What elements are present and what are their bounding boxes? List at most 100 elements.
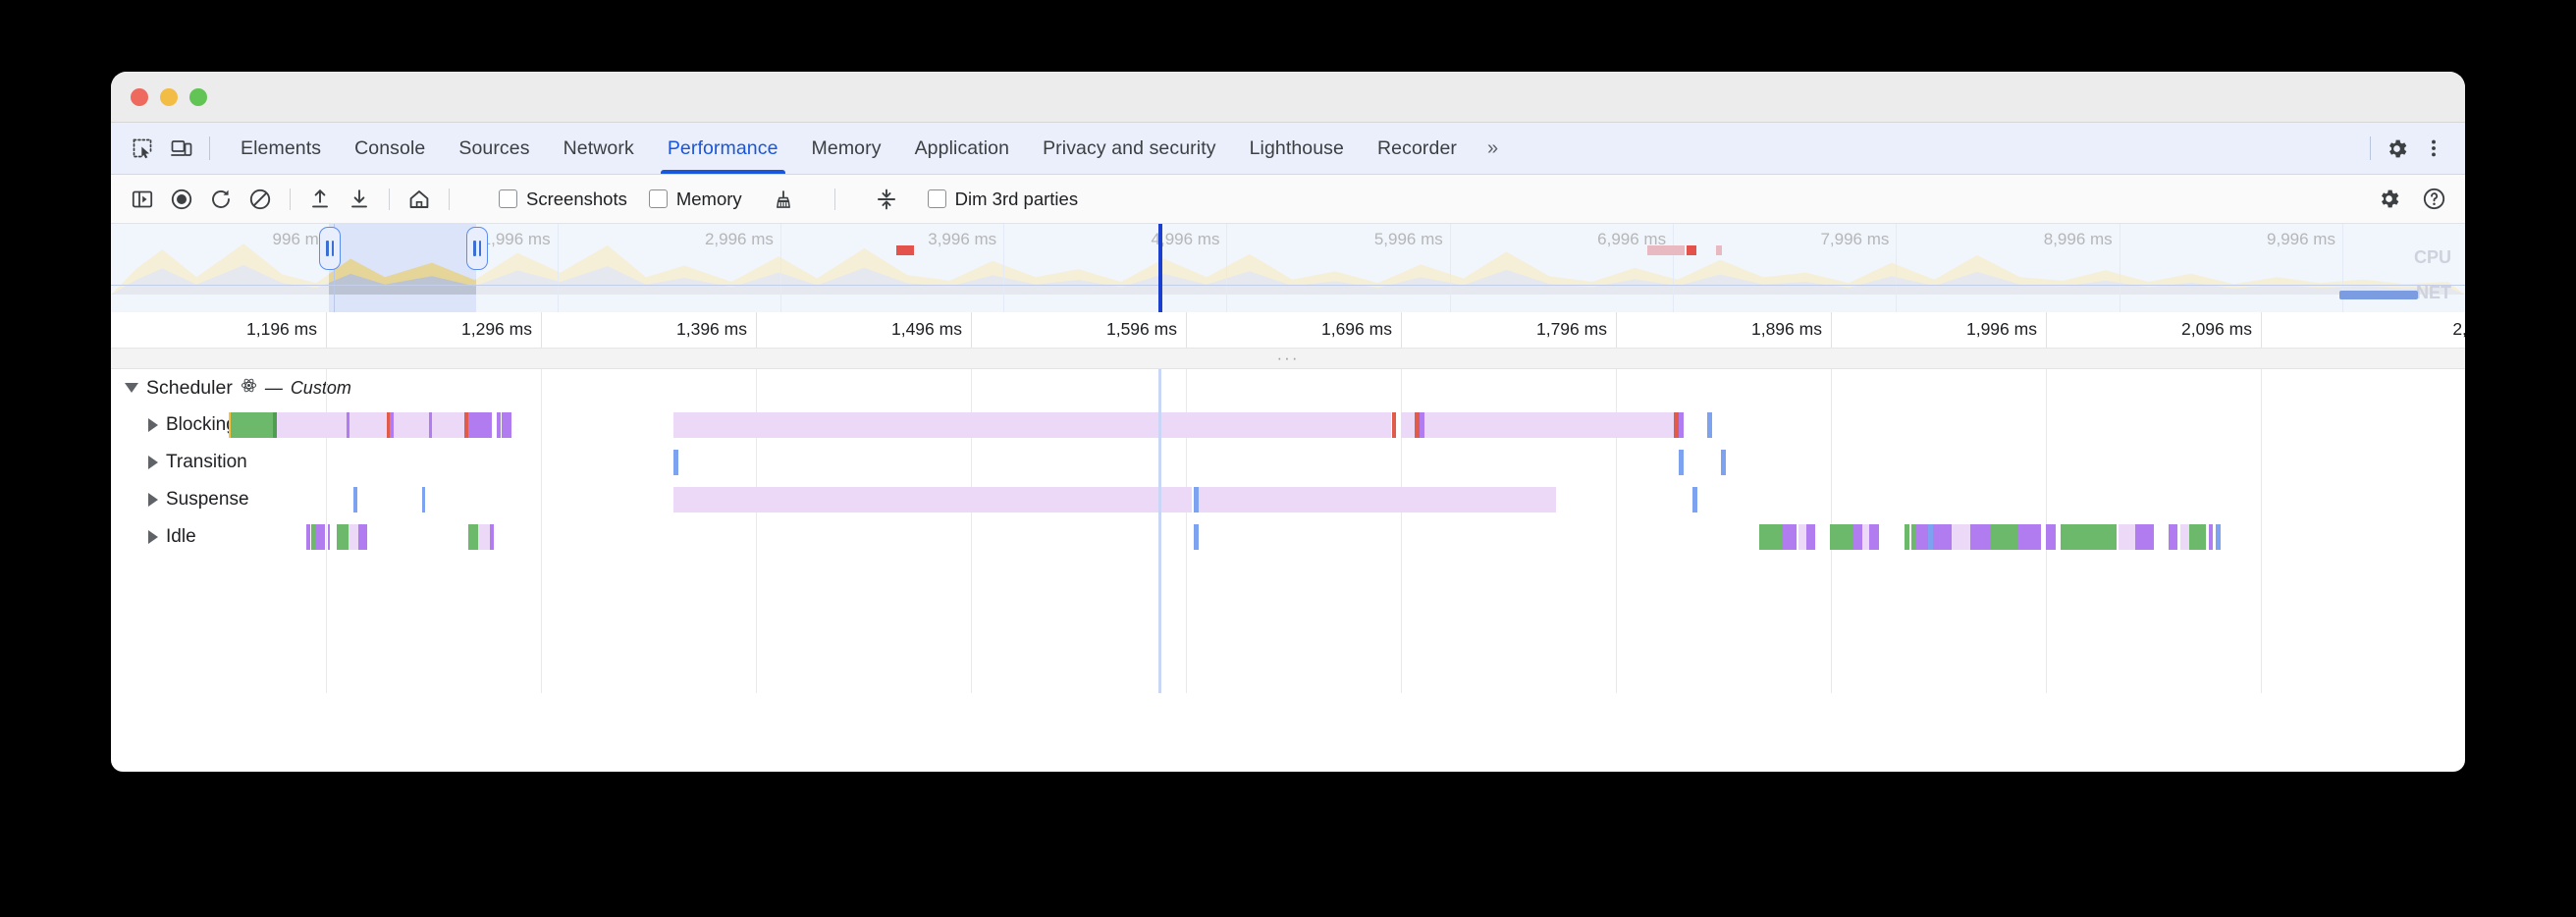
- flame-event[interactable]: [1970, 524, 1990, 550]
- maximize-window-button[interactable]: [189, 87, 207, 106]
- tab-privacy-and-security[interactable]: Privacy and security: [1043, 136, 1216, 159]
- flame-event[interactable]: [1415, 412, 1421, 438]
- flame-event[interactable]: [386, 412, 391, 438]
- sidebar-toggle-icon[interactable]: [126, 183, 159, 216]
- flame-event[interactable]: [357, 524, 368, 550]
- close-window-button[interactable]: [131, 87, 148, 106]
- collapse-tracks-icon[interactable]: [870, 183, 903, 216]
- flame-event[interactable]: [228, 412, 232, 438]
- memory-checkbox[interactable]: Memory: [648, 189, 742, 210]
- flame-event[interactable]: [1805, 524, 1816, 550]
- flame-event[interactable]: [349, 412, 387, 438]
- more-options-icon[interactable]: [2416, 131, 2451, 166]
- flame-event[interactable]: [310, 524, 316, 550]
- flame-event[interactable]: [2135, 524, 2155, 550]
- flame-event[interactable]: [1933, 524, 1953, 550]
- flame-event[interactable]: [327, 524, 331, 550]
- flame-event[interactable]: [2046, 524, 2056, 550]
- flame-event[interactable]: [277, 412, 347, 438]
- tab-recorder[interactable]: Recorder: [1376, 136, 1457, 159]
- flame-event[interactable]: [432, 412, 464, 438]
- flame-event[interactable]: [1928, 524, 1934, 550]
- flame-event[interactable]: [2168, 524, 2178, 550]
- track-row-idle[interactable]: Idle: [148, 518, 196, 556]
- flame-event[interactable]: [1852, 524, 1863, 550]
- flame-event[interactable]: [463, 412, 469, 438]
- flame-event[interactable]: [673, 412, 1392, 438]
- panel-resizer[interactable]: ···: [111, 349, 2465, 369]
- tab-elements[interactable]: Elements: [241, 136, 322, 159]
- flame-event[interactable]: [673, 450, 678, 475]
- flame-event[interactable]: [1989, 524, 2018, 550]
- inspect-element-icon[interactable]: [125, 131, 160, 166]
- flame-event[interactable]: [346, 412, 350, 438]
- chevron-right-icon[interactable]: [148, 493, 158, 507]
- overview-time-marker[interactable]: [1158, 224, 1162, 312]
- window-right-handle[interactable]: [466, 227, 488, 270]
- dim-3rd-parties-checkbox[interactable]: Dim 3rd parties: [927, 189, 1078, 210]
- screenshots-checkbox[interactable]: Screenshots: [499, 189, 627, 210]
- screenshots-checkbox-box[interactable]: [499, 189, 517, 208]
- tab-memory[interactable]: Memory: [811, 136, 882, 159]
- flame-event[interactable]: [468, 412, 493, 438]
- chevron-down-icon[interactable]: [125, 383, 138, 393]
- tab-lighthouse[interactable]: Lighthouse: [1249, 136, 1344, 159]
- download-profile-icon[interactable]: [343, 183, 376, 216]
- flame-event[interactable]: [1391, 412, 1397, 438]
- flame-event[interactable]: [273, 412, 278, 438]
- flame-event[interactable]: [2215, 524, 2221, 550]
- flame-event[interactable]: [1194, 524, 1199, 550]
- flame-event[interactable]: [478, 524, 491, 550]
- flame-event[interactable]: [1674, 412, 1680, 438]
- flame-event[interactable]: [2060, 524, 2118, 550]
- capture-settings-icon[interactable]: [2372, 183, 2405, 216]
- clear-icon[interactable]: [243, 183, 277, 216]
- flame-event[interactable]: [673, 487, 1192, 512]
- flame-event[interactable]: [490, 524, 494, 550]
- flame-event[interactable]: [421, 487, 426, 512]
- collect-garbage-icon[interactable]: [767, 183, 800, 216]
- tab-application[interactable]: Application: [914, 136, 1010, 159]
- flame-event[interactable]: [1401, 412, 1416, 438]
- reload-and-record-icon[interactable]: [204, 183, 238, 216]
- flame-event[interactable]: [1679, 412, 1684, 438]
- flame-event[interactable]: [1782, 524, 1797, 550]
- flame-event[interactable]: [1869, 524, 1879, 550]
- track-row-blocking[interactable]: Blocking: [148, 406, 237, 444]
- home-icon[interactable]: [402, 183, 436, 216]
- tab-console[interactable]: Console: [354, 136, 426, 159]
- more-tabs-chevron-icon[interactable]: »: [1486, 136, 1499, 159]
- flame-event[interactable]: [2208, 524, 2214, 550]
- help-icon[interactable]: [2417, 183, 2450, 216]
- flame-event[interactable]: [1692, 487, 1698, 512]
- memory-checkbox-box[interactable]: [648, 189, 668, 208]
- flame-event[interactable]: [1862, 524, 1870, 550]
- flame-event[interactable]: [393, 412, 429, 438]
- flame-event[interactable]: [306, 524, 310, 550]
- chevron-right-icon[interactable]: [148, 456, 158, 469]
- flame-chart[interactable]: Scheduler — Custom Blocking: [111, 369, 2465, 693]
- flame-row-suspense[interactable]: [111, 481, 2465, 518]
- flame-event[interactable]: [1916, 524, 1929, 550]
- tab-network[interactable]: Network: [563, 136, 634, 159]
- flame-event[interactable]: [1198, 487, 1557, 512]
- flame-event[interactable]: [352, 487, 357, 512]
- flame-event[interactable]: [2179, 524, 2190, 550]
- flame-row-transition[interactable]: [111, 444, 2465, 481]
- track-row-transition[interactable]: Transition: [148, 444, 247, 481]
- flame-event[interactable]: [502, 412, 511, 438]
- flame-event[interactable]: [497, 412, 501, 438]
- track-group-scheduler[interactable]: Scheduler — Custom: [125, 369, 351, 406]
- flame-event[interactable]: [2189, 524, 2207, 550]
- flame-event[interactable]: [1424, 412, 1675, 438]
- flame-event[interactable]: [231, 412, 274, 438]
- settings-gear-icon[interactable]: [2379, 131, 2414, 166]
- flame-event[interactable]: [1911, 524, 1917, 550]
- flame-event[interactable]: [349, 524, 358, 550]
- flame-event[interactable]: [468, 524, 479, 550]
- flame-event[interactable]: [390, 412, 394, 438]
- window-left-handle[interactable]: [319, 227, 341, 270]
- timeline-overview[interactable]: 996 ms1,996 ms2,996 ms3,996 ms4,996 ms5,…: [111, 224, 2465, 312]
- tab-performance[interactable]: Performance: [651, 123, 795, 174]
